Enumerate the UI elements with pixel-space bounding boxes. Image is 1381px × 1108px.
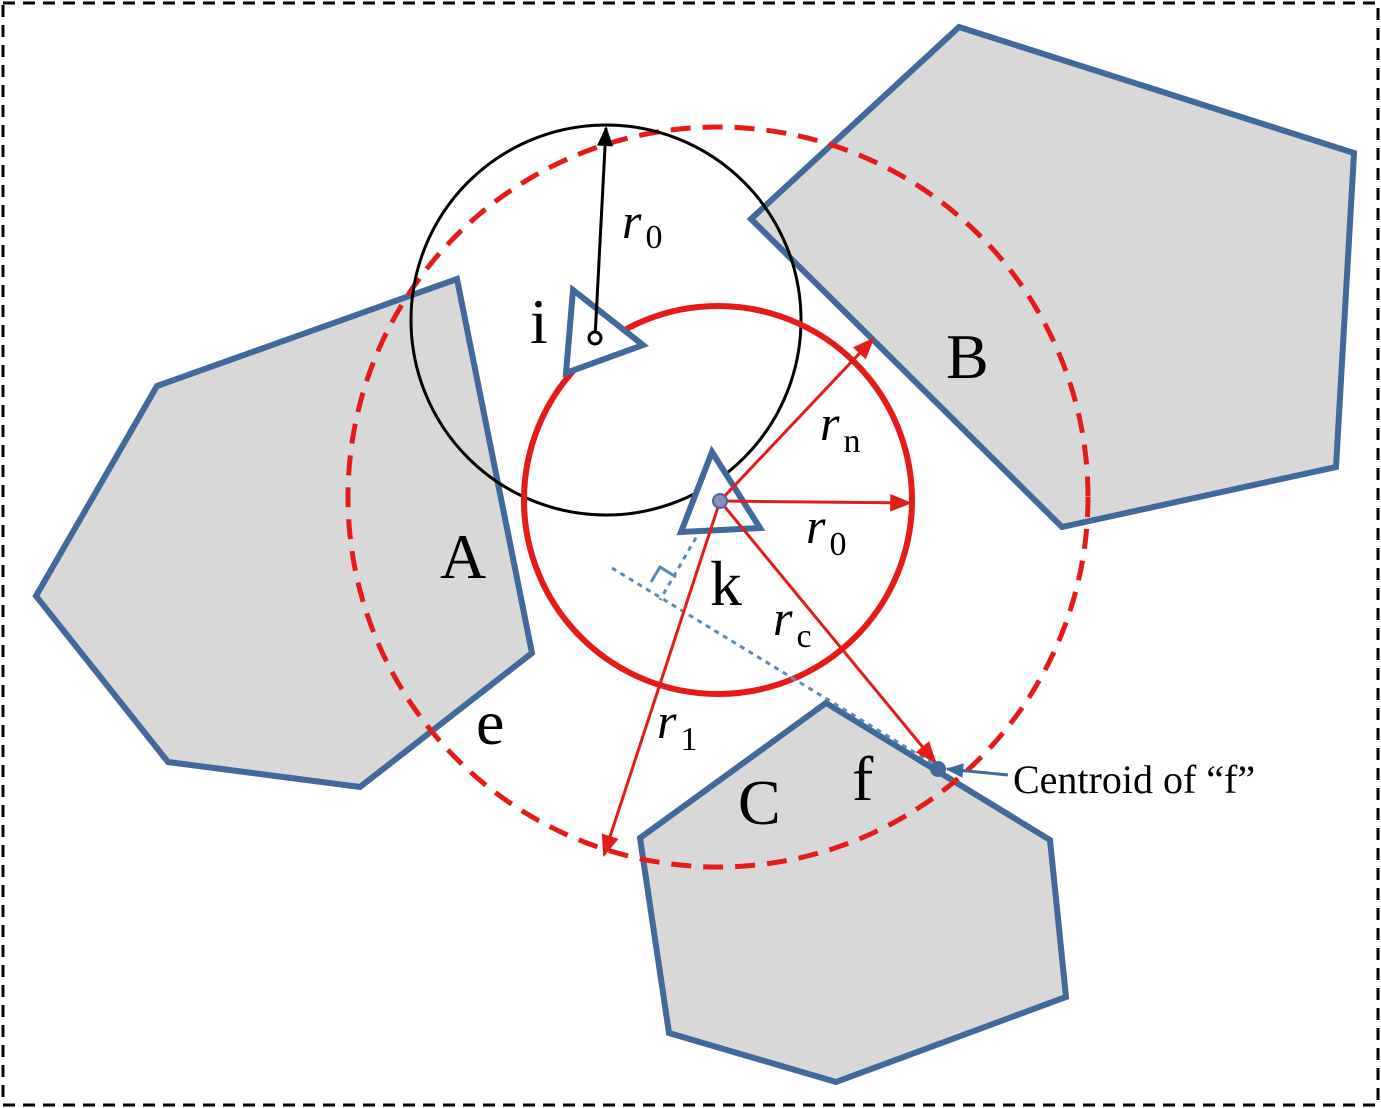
robot-i-label: i	[530, 286, 548, 357]
radius-r1-subscript: 1	[680, 721, 697, 758]
dotted-line-b	[658, 502, 718, 601]
obstacle-b	[746, 23, 1358, 531]
radius-r0-i-arrow	[593, 126, 614, 339]
point-e-label: e	[476, 687, 504, 758]
obstacle-a	[32, 275, 536, 791]
centroid-f-point	[930, 761, 946, 777]
radius-r0-i-symbol: r	[622, 193, 642, 249]
robot-i-center-dot	[587, 330, 603, 346]
radius-r1-arrow	[601, 500, 722, 858]
centroid-pointer-arrow	[945, 763, 1009, 778]
centroid-annotation-label: Centroid of “f”	[1013, 757, 1255, 802]
right-angle-marker	[649, 564, 677, 583]
robot-k-triangle	[676, 445, 766, 536]
robot-k-center-dot	[712, 493, 728, 509]
radius-r1-symbol: r	[657, 693, 677, 749]
radius-r0-k-subscript: 0	[829, 526, 846, 563]
dotted-line-a	[611, 566, 941, 770]
radius-r0-i-subscript: 0	[645, 219, 662, 256]
robot-i-triangle	[562, 284, 650, 378]
radius-rn-symbol: r	[820, 395, 840, 451]
detection-range-dashed-circle	[345, 124, 1091, 870]
obstacle-b-label: B	[946, 321, 989, 392]
radius-rn-arrow	[718, 337, 875, 503]
radius-r0-k-arrow	[719, 493, 913, 512]
radius-r0-k-symbol: r	[806, 498, 826, 554]
robot-i-range-circle	[409, 123, 803, 517]
obstacle-c	[636, 699, 1070, 1086]
radius-rc-symbol: r	[773, 590, 793, 646]
radius-rc-arrow	[718, 500, 937, 764]
robot-k-label: k	[710, 548, 742, 619]
obstacle-a-label: A	[440, 521, 486, 592]
radius-rc-subscript: c	[796, 618, 811, 655]
obstacle-c-label: C	[738, 767, 781, 838]
point-f-label: f	[852, 743, 874, 814]
radius-rn-subscript: n	[843, 423, 860, 460]
